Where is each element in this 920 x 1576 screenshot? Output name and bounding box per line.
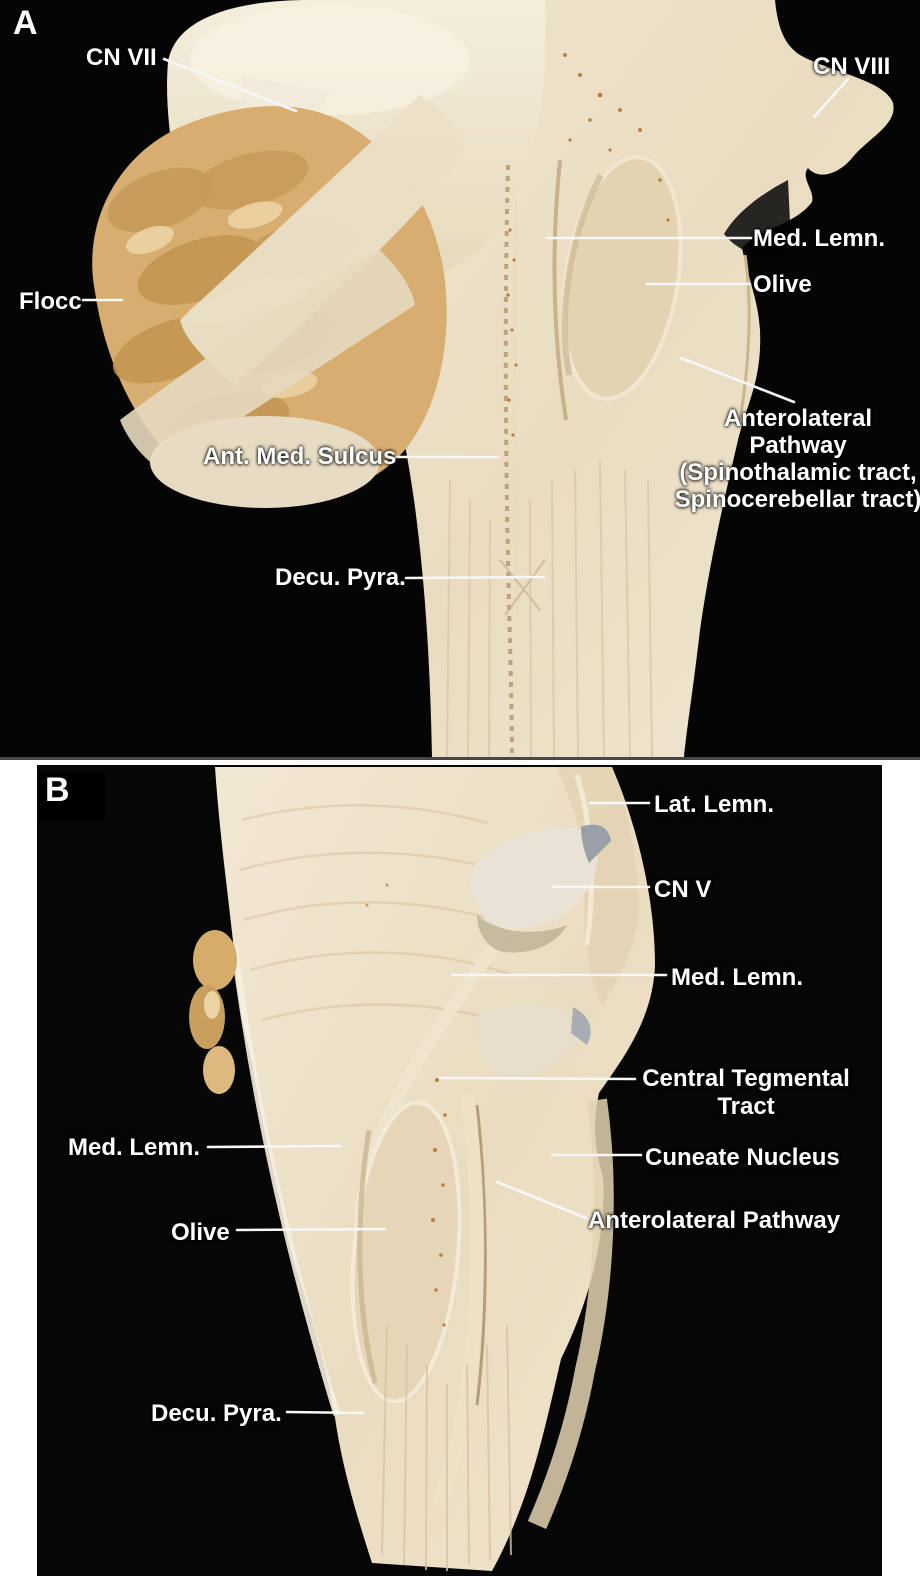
leader-cn-vii bbox=[162, 57, 298, 113]
label-med-lemn-a: Med. Lemn. bbox=[753, 225, 886, 252]
panel-b-artwork bbox=[39, 767, 668, 1571]
label-lat-lemn: Lat. Lemn. bbox=[654, 791, 775, 818]
label-central-tegmental-tract: Central Tegmental Tract bbox=[638, 1065, 854, 1121]
nerve-stub-shape-b bbox=[475, 1004, 591, 1077]
olive-shape-a bbox=[561, 155, 683, 401]
shadow-notch-a bbox=[724, 180, 790, 264]
midline-sulcus-texture bbox=[503, 164, 519, 757]
label-anterolateral-pathway-a: Anterolateral Pathway (Spinothalamic tra… bbox=[672, 405, 920, 513]
leader-central-tegmental bbox=[438, 1076, 637, 1081]
panel-letter-b: B bbox=[45, 771, 70, 809]
olive-rim-b bbox=[357, 1129, 378, 1384]
label-olive-a: Olive bbox=[753, 271, 812, 298]
leader-decu-pyra-b bbox=[285, 1410, 365, 1415]
label-anterolateral-line4: Spinocerebellar tract) bbox=[674, 486, 920, 513]
panel-letter-a: A bbox=[13, 4, 38, 42]
leader-olive-b bbox=[235, 1227, 387, 1232]
label-cn-viii: CN VIII bbox=[813, 53, 891, 80]
flocculus-shape bbox=[92, 95, 465, 508]
label-cn-v: CN V bbox=[654, 876, 712, 903]
anterolateral-groove-a bbox=[738, 254, 751, 421]
label-flocc: Flocc bbox=[19, 288, 82, 315]
label-decu-pyra-a: Decu. Pyra. bbox=[275, 564, 406, 591]
leader-med-lemn-left bbox=[206, 1144, 342, 1149]
pyramid-striations-a bbox=[446, 459, 653, 757]
cuneate-ridge-b bbox=[527, 1098, 614, 1530]
label-central-tegmental-line2: Tract bbox=[717, 1093, 775, 1120]
label-med-lemn-left: Med. Lemn. bbox=[68, 1134, 201, 1161]
panel-letter-b-backing bbox=[39, 773, 105, 821]
pons-highlight-a bbox=[190, 5, 470, 115]
leader-cn-viii bbox=[812, 77, 850, 119]
label-decu-pyra-b: Decu. Pyra. bbox=[151, 1400, 282, 1427]
leader-lines-a bbox=[81, 57, 850, 580]
label-cuneate-nucleus: Cuneate Nucleus bbox=[645, 1144, 840, 1171]
groove-right-of-olive-b bbox=[475, 1104, 487, 1406]
leader-lines-b bbox=[206, 801, 668, 1415]
leader-anterolateral-a bbox=[679, 356, 796, 404]
leader-anterolateral-b bbox=[495, 1180, 588, 1220]
label-ant-med-sulcus: Ant. Med. Sulcus bbox=[203, 443, 397, 470]
panel-divider bbox=[0, 757, 920, 760]
anterolateral-band-b bbox=[432, 1094, 485, 1508]
left-edge-white-band-b bbox=[230, 944, 341, 1417]
panel-a: A CN VII CN VIII Med. Lemn. Olive Flocc … bbox=[0, 0, 920, 757]
label-anterolateral-line3: (Spinothalamic tract, bbox=[679, 459, 917, 486]
cn-v-nerve-shape bbox=[470, 824, 611, 953]
olive-shape-b bbox=[350, 1100, 462, 1404]
groove-left-of-olive-a bbox=[552, 159, 568, 421]
label-anterolateral-pathway-b: Anterolateral Pathway bbox=[588, 1207, 841, 1234]
label-olive-b: Olive bbox=[171, 1219, 230, 1246]
rust-speckles-a bbox=[506, 53, 670, 437]
pyramid-striations-b bbox=[381, 1324, 512, 1571]
leader-decu-pyra-a bbox=[404, 575, 546, 580]
cerebellum-bits-b bbox=[189, 930, 237, 1094]
panel-a-artwork bbox=[81, 0, 894, 757]
panel-b: B Lat. Lemn. CN V Med. Lemn. Central Teg… bbox=[0, 757, 920, 1576]
label-central-tegmental-line1: Central Tegmental bbox=[642, 1065, 850, 1092]
label-anterolateral-line1: Anterolateral bbox=[723, 405, 873, 432]
rust-speckles-b bbox=[365, 883, 447, 1327]
label-cn-vii: CN VII bbox=[86, 44, 157, 71]
label-med-lemn-right: Med. Lemn. bbox=[671, 964, 804, 991]
label-anterolateral-line2: Pathway bbox=[749, 432, 847, 459]
panel-b-photo: B Lat. Lemn. CN V Med. Lemn. Central Teg… bbox=[37, 765, 882, 1576]
